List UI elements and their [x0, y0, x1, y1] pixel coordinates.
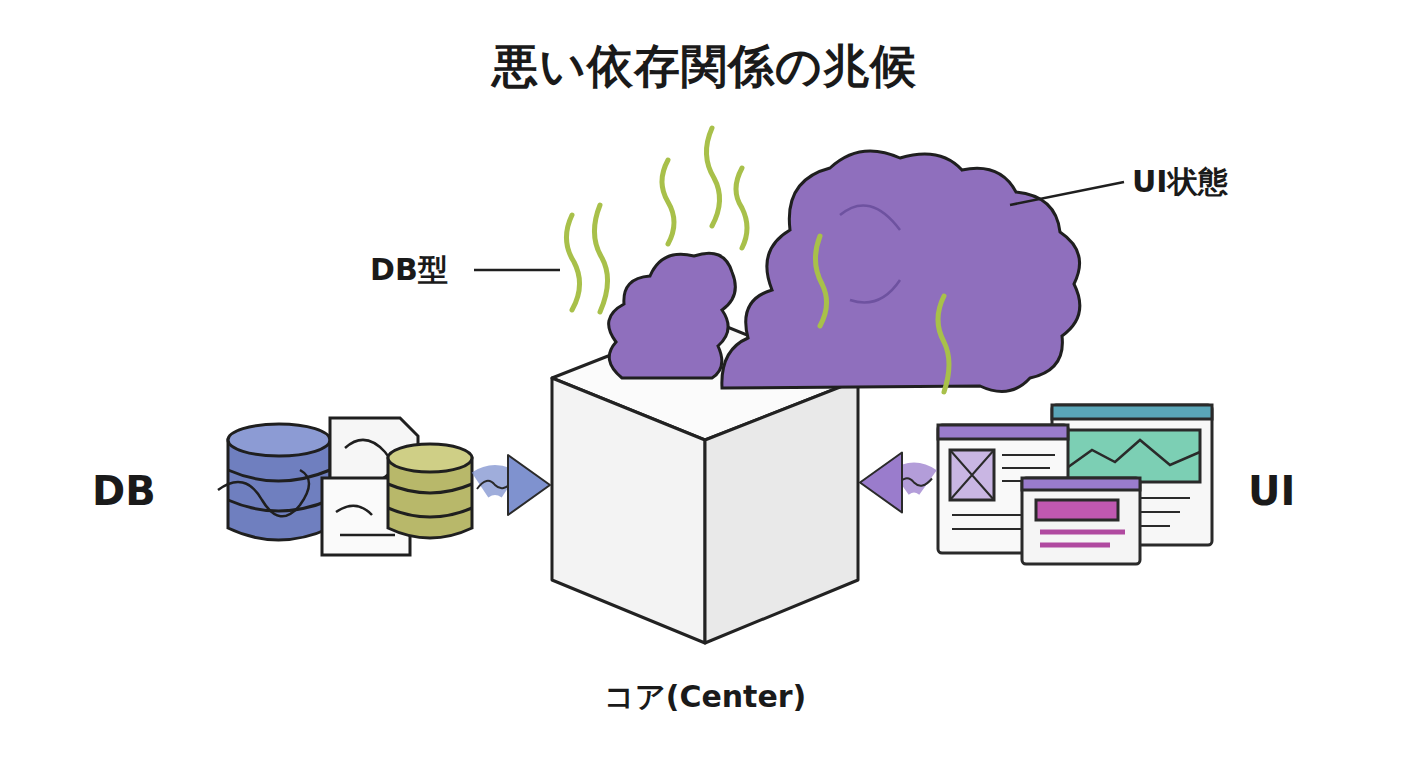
- leader-lines: [474, 182, 1124, 270]
- db-group: DB: [92, 420, 480, 560]
- ui-icons: [938, 405, 1212, 564]
- odor-lines: [566, 128, 949, 392]
- db-icons: [218, 418, 472, 555]
- node-label: コア(Center): [505, 677, 905, 718]
- diagram-title: 悪い依存関係の兆候: [0, 36, 1408, 98]
- dependency-arrow: [477, 455, 550, 515]
- core-cube: コア(Center): [550, 315, 860, 645]
- ui-group: UI: [928, 400, 1318, 570]
- callout-label: UI状態: [1132, 162, 1228, 203]
- node-label: UI: [1248, 468, 1318, 514]
- smell-clouds: [609, 151, 1080, 391]
- node-label: DB: [92, 468, 182, 514]
- dependency-arrow: [860, 453, 932, 513]
- callout-label: DB型: [370, 250, 448, 291]
- cube-outline: [550, 315, 860, 645]
